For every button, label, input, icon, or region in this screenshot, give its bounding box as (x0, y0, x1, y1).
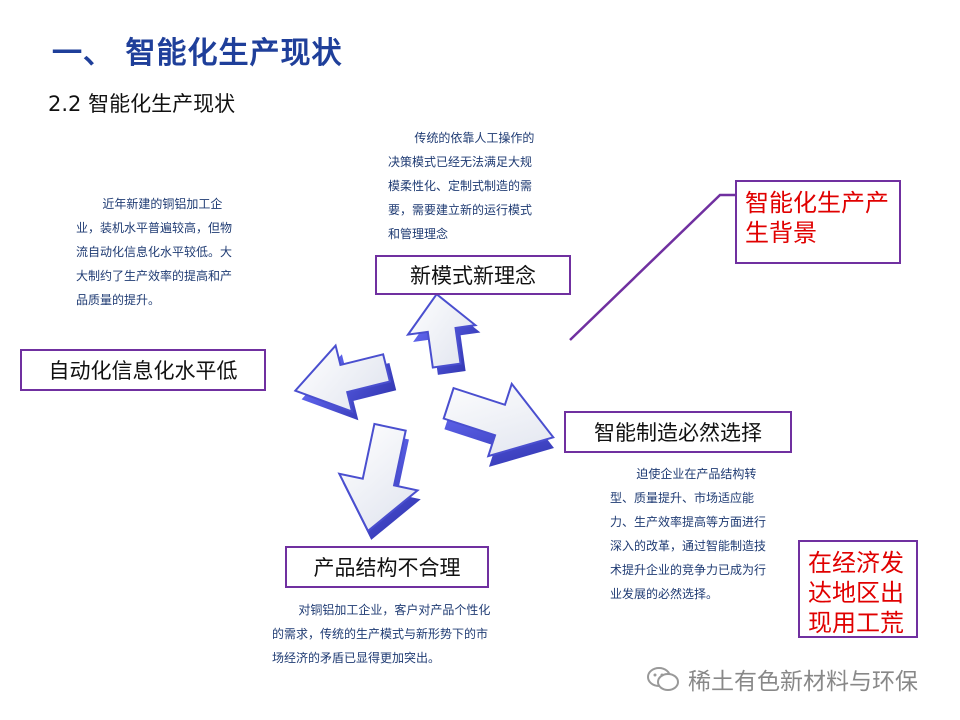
right-arrow-icon (442, 381, 555, 467)
watermark: 稀土有色新材料与环保 (646, 662, 918, 696)
bottom-paragraph: 对铜铝加工企业，客户对产品个性化的需求，传统的生产模式与新形势下的市场经济的矛盾… (272, 603, 491, 665)
up-arrow-icon (405, 292, 481, 375)
wechat-icon (647, 667, 679, 691)
label-automation: 自动化信息化水平低 (20, 349, 266, 391)
label-new-mode: 新模式新理念 (375, 255, 571, 295)
left-paragraph: 近年新建的铜铝加工企业，装机水平普遍较高，但物流自动化信息化水平较低。大大制约了… (76, 197, 233, 307)
page-title: 一、 智能化生产现状 (52, 36, 343, 71)
down-arrow-icon (337, 422, 421, 540)
developed-regions-box: 在经济发达地区出现用工荒 (798, 540, 918, 638)
top-paragraph: 传统的依靠人工操作的决策模式已经无法满足大规模柔性化、定制式制造的需要，需要建立… (388, 131, 535, 241)
label-product-structure: 产品结构不合理 (285, 546, 489, 588)
page-subtitle: 2.2 智能化生产现状 (48, 92, 236, 116)
connector-line (569, 193, 736, 341)
background-box: 智能化生产产生背景 (735, 180, 901, 264)
watermark-text: 稀土有色新材料与环保 (688, 669, 918, 695)
left-arrow-icon (293, 343, 397, 421)
right-paragraph: 迫使企业在产品结构转型、质量提升、市场适应能力、生产效率提高等方面进行深入的改革… (610, 467, 767, 601)
label-smart-choice: 智能制造必然选择 (564, 411, 792, 453)
